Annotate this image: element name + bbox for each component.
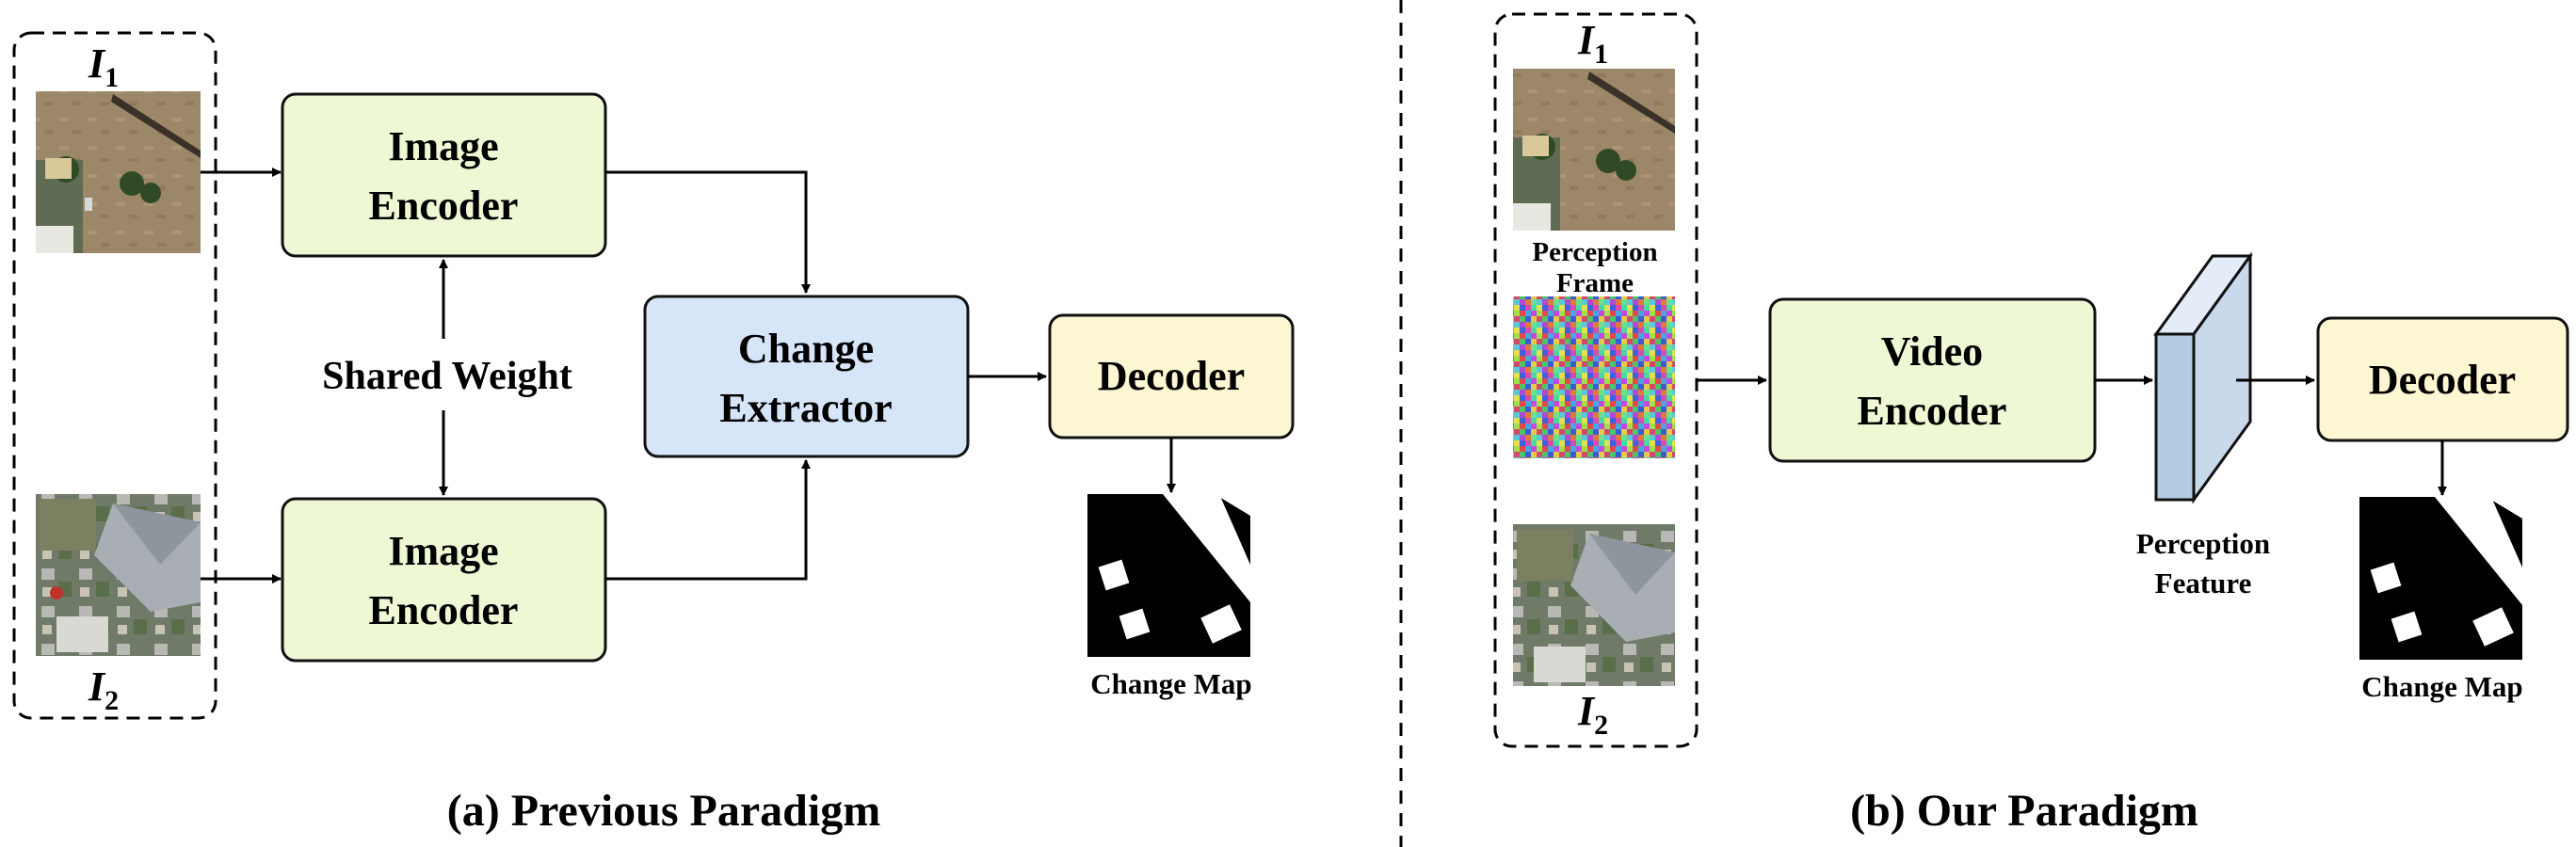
shared-weight-label: Shared Weight: [322, 355, 572, 398]
change-map-image-right: [2359, 497, 2522, 660]
image-encoder-bottom-line2: Encoder: [369, 587, 519, 633]
input-label-i2: I2: [88, 663, 119, 716]
image-t2-right: [1513, 524, 1675, 686]
image-t1: [36, 91, 201, 253]
perception-frame-noise: [1513, 296, 1675, 458]
perception-frame-line1: Perception: [1532, 237, 1657, 267]
image-t1-right: [1513, 69, 1675, 231]
perception-feature-slab: [2153, 251, 2253, 504]
change-extractor-line2: Extractor: [719, 385, 892, 431]
arrow-encoder-bottom-to-extractor: [605, 459, 811, 581]
input-label-i2-right: I2: [1577, 688, 1608, 741]
change-map-label-right: Change Map: [2361, 670, 2522, 703]
image-encoder-top-line2: Encoder: [369, 183, 519, 229]
input-label-i1-right: I1: [1577, 17, 1608, 70]
image-encoder-top-line1: Image: [388, 123, 498, 169]
decoder-right-label: Decoder: [2369, 357, 2516, 403]
input-label-i1: I1: [88, 40, 119, 93]
perception-feature-line2: Feature: [2155, 567, 2252, 599]
arrow-encoder-top-to-extractor: [605, 170, 811, 294]
input-group-box: [12, 31, 217, 720]
change-map-label-left: Change Map: [1090, 667, 1251, 700]
perception-feature-line1: Perception: [2136, 527, 2270, 560]
change-map-image-left: [1087, 494, 1250, 657]
decoder-left-label: Decoder: [1098, 353, 1245, 399]
image-encoder-bottom: [281, 497, 607, 663]
video-encoder: [1768, 297, 2097, 463]
perception-frame-line2: Frame: [1556, 268, 1634, 298]
video-encoder-line1: Video: [1881, 328, 1983, 375]
video-encoder-line2: Encoder: [1858, 388, 2007, 434]
image-t2: [36, 494, 201, 656]
change-extractor-line1: Change: [738, 326, 874, 372]
image-encoder-bottom-line1: Image: [388, 528, 498, 574]
caption-left: (a) Previous Paradigm: [447, 786, 880, 836]
change-extractor: [643, 295, 970, 458]
image-encoder-top: [281, 92, 607, 258]
caption-right: (b) Our Paradigm: [1850, 786, 2198, 836]
